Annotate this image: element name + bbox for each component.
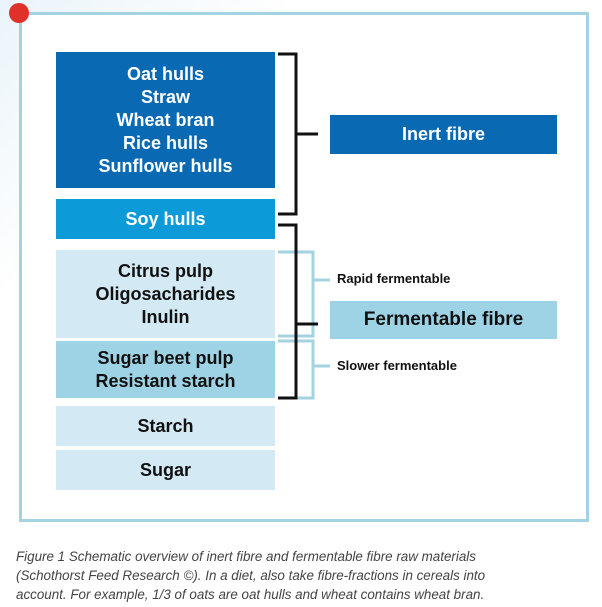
box-rapid-materials: Citrus pulp Oligosacharides Inulin (56, 250, 275, 338)
box-inert-materials: Oat hulls Straw Wheat bran Rice hulls Su… (56, 52, 275, 188)
box-slower-materials: Sugar beet pulp Resistant starch (56, 341, 275, 398)
material-sugar: Sugar (139, 459, 191, 480)
material-wheat-bran: Wheat bran (116, 109, 215, 130)
box-sugar: Sugar (56, 450, 275, 490)
material-soy-hulls: Soy hulls (125, 208, 206, 229)
caption-line-2: (Schothorst Feed Research ©). In a diet,… (16, 568, 486, 583)
material-sunflower-hulls: Sunflower hulls (98, 155, 233, 176)
inert-fibre-bracket (278, 52, 298, 216)
box-soy-hulls: Soy hulls (56, 199, 275, 239)
label-inert-fibre: Inert fibre (330, 115, 557, 154)
material-sugar-beet-pulp: Sugar beet pulp (97, 347, 234, 368)
caption-line-3: account. For example, 1/3 of oats are oa… (16, 587, 485, 602)
label-fermentable-fibre: Fermentable fibre (330, 301, 557, 339)
material-oat-hulls: Oat hulls (126, 63, 204, 84)
material-starch: Starch (137, 415, 194, 436)
material-oligosacharides: Oligosacharides (95, 283, 236, 304)
material-citrus-pulp: Citrus pulp (118, 260, 213, 281)
material-straw: Straw (140, 86, 191, 107)
material-rice-hulls: Rice hulls (122, 132, 209, 153)
box-starch: Starch (56, 406, 275, 446)
label-slower-fermentable: Slower fermentable (337, 358, 457, 373)
figure-caption: Figure 1 Schematic overview of inert fib… (16, 547, 596, 604)
fermentable-fibre-bracket (278, 223, 298, 400)
material-resistant-starch: Resistant starch (95, 370, 236, 391)
label-rapid-fermentable: Rapid fermentable (337, 271, 451, 286)
red-dot-marker (9, 3, 29, 23)
material-inulin: Inulin (141, 306, 190, 327)
caption-line-1: Figure 1 Schematic overview of inert fib… (16, 549, 476, 564)
